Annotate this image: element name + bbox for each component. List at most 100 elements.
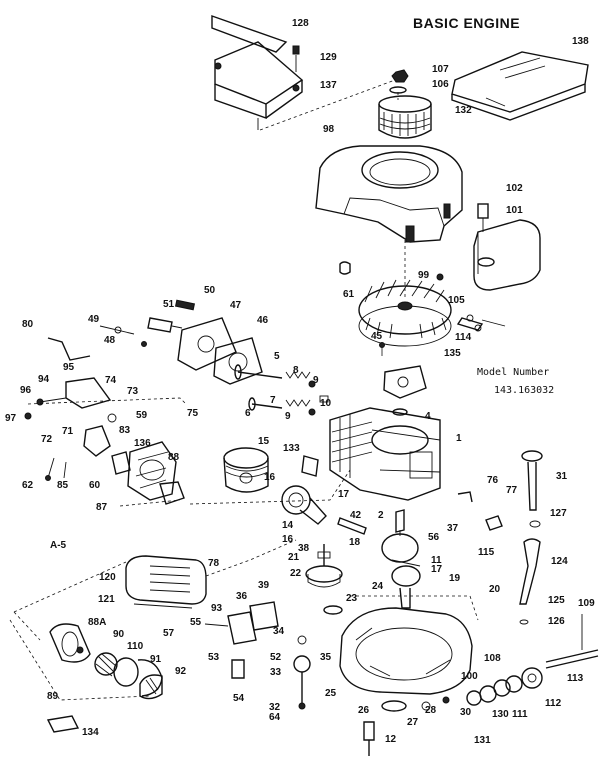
callout-133: 133 — [283, 443, 300, 454]
callout-11: 11 — [431, 555, 442, 566]
diagram-title: BASIC ENGINE — [413, 15, 520, 31]
callout-32: 32 — [269, 702, 281, 713]
model-number: 143.163032 — [494, 385, 554, 396]
air-cleaner-assembly — [49, 623, 163, 700]
carburetor-assembly — [127, 441, 185, 505]
callout-55: 55 — [190, 617, 202, 628]
model-label: Model Number — [477, 367, 549, 378]
callout-24: 24 — [372, 581, 384, 592]
callout-5: 5 — [274, 351, 280, 362]
tank-bracket — [456, 314, 506, 332]
callout-23: 23 — [346, 593, 358, 604]
flywheel — [358, 279, 452, 347]
callout-53: 53 — [208, 652, 220, 663]
callout-87: 87 — [96, 502, 108, 513]
oil-slinger — [293, 635, 311, 710]
callout-132: 132 — [455, 105, 472, 116]
callout-50: 50 — [204, 285, 216, 296]
section-label: A-5 — [50, 540, 67, 551]
callout-93: 93 — [211, 603, 223, 614]
callout-91: 91 — [150, 654, 162, 665]
air-filter-element — [451, 51, 589, 121]
callout-9b: 9 — [285, 411, 291, 422]
callout-111: 111 — [512, 709, 528, 720]
pto-seal-stack — [421, 614, 599, 711]
callout-135: 135 — [444, 348, 461, 359]
callout-47: 47 — [230, 300, 242, 311]
callout-25: 25 — [325, 688, 337, 699]
callout-102: 102 — [506, 183, 523, 194]
callout-98: 98 — [323, 124, 335, 135]
callout-78: 78 — [208, 558, 220, 569]
callout-80: 80 — [22, 319, 34, 330]
flywheel-hub — [383, 365, 427, 416]
cylinder-block — [329, 407, 441, 501]
muffler — [125, 555, 207, 609]
crankcase-sump — [339, 607, 473, 756]
dipstick-tube — [519, 450, 543, 625]
callout-16: 16 — [264, 472, 276, 483]
callout-labels: 1281291371071061321389810210199611051145… — [5, 18, 595, 746]
callout-75: 75 — [187, 408, 199, 419]
callout-112: 112 — [545, 698, 562, 709]
callout-113: 113 — [567, 673, 584, 684]
callout-72: 72 — [41, 434, 53, 445]
callout-26: 26 — [358, 705, 370, 716]
callout-46: 46 — [257, 315, 269, 326]
callout-129: 129 — [320, 52, 337, 63]
callout-39: 39 — [258, 580, 270, 591]
callout-71: 71 — [62, 426, 74, 437]
callout-20: 20 — [489, 584, 501, 595]
callout-100: 100 — [461, 671, 478, 682]
callout-121: 121 — [98, 594, 115, 605]
governor-linkage — [24, 337, 131, 481]
callout-95: 95 — [63, 362, 75, 373]
callout-1: 1 — [456, 433, 462, 444]
callout-125: 125 — [548, 595, 565, 606]
cam-lever — [337, 517, 367, 535]
callout-17b: 17 — [431, 564, 443, 575]
callout-88: 88 — [168, 452, 180, 463]
callout-114: 114 — [455, 332, 472, 343]
callout-2: 2 — [378, 510, 384, 521]
blower-housing — [315, 145, 463, 243]
air-cleaner-cover — [211, 15, 304, 130]
callout-124: 124 — [551, 556, 568, 567]
valve-train — [234, 364, 329, 416]
callout-35: 35 — [320, 652, 332, 663]
callout-90: 90 — [113, 629, 125, 640]
callout-106: 106 — [432, 79, 449, 90]
fuel-tank — [473, 203, 541, 291]
callout-137: 137 — [320, 80, 337, 91]
callout-27: 27 — [407, 717, 419, 728]
callout-8: 8 — [293, 365, 299, 376]
piston — [223, 447, 269, 493]
callout-94: 94 — [38, 374, 50, 385]
callout-54: 54 — [233, 693, 245, 704]
callout-49: 49 — [88, 314, 100, 325]
callout-96: 96 — [20, 385, 32, 396]
callout-105: 105 — [448, 295, 465, 306]
spark-plug — [147, 299, 196, 333]
callout-12: 12 — [385, 734, 397, 745]
callout-60: 60 — [89, 480, 101, 491]
rotating-screen — [378, 95, 432, 139]
callout-33: 33 — [270, 667, 282, 678]
callout-136: 136 — [134, 438, 151, 449]
callout-88a: 88A — [88, 617, 106, 628]
callout-38: 38 — [298, 543, 310, 554]
callout-62: 62 — [22, 480, 34, 491]
breather-assembly — [204, 601, 279, 679]
callout-89: 89 — [47, 691, 59, 702]
governor-spring — [457, 491, 503, 531]
callout-131: 131 — [474, 735, 491, 746]
callout-18: 18 — [349, 537, 361, 548]
callout-51: 51 — [163, 299, 175, 310]
callout-48: 48 — [104, 335, 116, 346]
crankshaft — [381, 509, 421, 609]
callout-85: 85 — [57, 480, 69, 491]
callout-52: 52 — [270, 652, 282, 663]
callout-45: 45 — [371, 331, 383, 342]
callout-92: 92 — [175, 666, 187, 677]
intake-manifold — [177, 317, 263, 385]
